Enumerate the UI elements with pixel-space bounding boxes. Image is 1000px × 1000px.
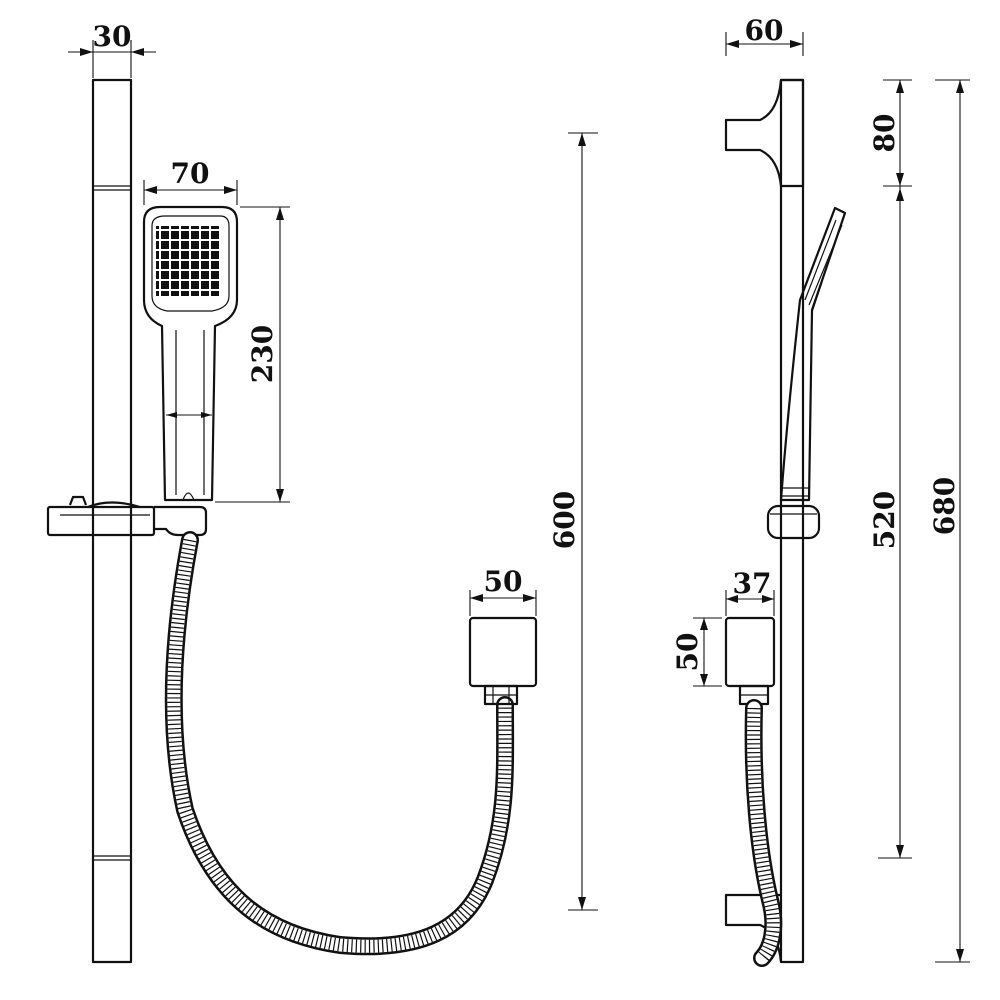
dim-rail-width-label: 30 bbox=[93, 20, 132, 53]
slider-holder-side bbox=[766, 504, 821, 540]
dim-overall-front: 600 bbox=[548, 132, 598, 911]
dim-rail-length-label: 520 bbox=[868, 491, 901, 549]
dim-bracket-height: 80 bbox=[868, 79, 912, 187]
dim-overall-front-label: 600 bbox=[548, 491, 581, 549]
wall-outlet-front bbox=[468, 616, 538, 706]
rail-side bbox=[779, 78, 805, 964]
dim-outlet-height-label: 50 bbox=[671, 633, 704, 672]
dim-outlet-width-label: 50 bbox=[484, 565, 523, 598]
dim-outlet-width: 50 bbox=[469, 565, 537, 616]
dim-rail-width: 30 bbox=[68, 20, 156, 78]
dim-side-depth-label: 60 bbox=[745, 14, 784, 47]
dim-side-depth: 60 bbox=[725, 14, 804, 56]
dim-handle-width bbox=[166, 412, 212, 418]
front-view bbox=[46, 78, 538, 964]
dim-rail-length: 520 bbox=[868, 186, 912, 859]
dim-handset-height-label: 230 bbox=[246, 325, 279, 383]
hose-front bbox=[164, 531, 515, 956]
slider-holder-front bbox=[46, 495, 208, 537]
dim-handset-height: 230 bbox=[215, 206, 290, 503]
dim-handset-width: 70 bbox=[143, 157, 238, 205]
handset-front bbox=[142, 205, 239, 502]
wall-outlet-side bbox=[724, 616, 776, 706]
spray-nozzle-grid bbox=[156, 226, 220, 296]
dim-outlet-depth: 37 bbox=[725, 567, 775, 616]
top-bracket-side bbox=[724, 78, 805, 188]
dim-outlet-depth-label: 37 bbox=[733, 567, 772, 600]
dim-bracket-height-label: 80 bbox=[868, 114, 901, 153]
hose-side bbox=[744, 699, 783, 967]
handset-side bbox=[779, 206, 847, 502]
dim-overall-height-label: 680 bbox=[928, 477, 961, 535]
side-view bbox=[724, 78, 847, 967]
dim-handset-width-label: 70 bbox=[171, 157, 210, 190]
rail-front bbox=[91, 78, 133, 964]
dim-overall-height: 680 bbox=[928, 79, 970, 963]
dim-outlet-height: 50 bbox=[671, 617, 722, 687]
